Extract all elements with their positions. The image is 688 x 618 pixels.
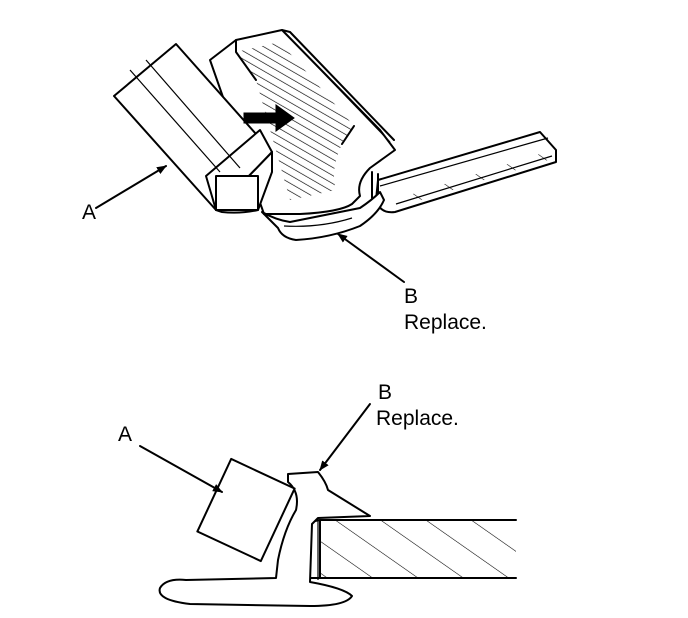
weatherstrip-b-bottom: [158, 471, 371, 607]
label-b-note-top: Replace.: [404, 311, 487, 334]
top-view: [95, 29, 557, 283]
label-b-top: B: [404, 285, 419, 308]
label-b-bottom: B: [378, 381, 393, 404]
leader-b-top: [337, 233, 405, 283]
weatherstrip-b-top: [261, 191, 385, 241]
molding-a-bottom: [196, 457, 296, 563]
glass-panel-bottom: [309, 519, 517, 579]
label-b-note-bottom: Replace.: [376, 407, 459, 430]
leader-a-top: [95, 165, 167, 209]
bottom-view: [139, 403, 517, 607]
leader-a-bottom: [139, 445, 223, 493]
push-arrow-icon: [243, 104, 295, 132]
label-a-bottom: A: [118, 423, 133, 446]
leader-b-bottom: [319, 403, 371, 471]
glass-panel-top: [371, 131, 557, 214]
molding-a-top: [113, 43, 273, 214]
label-a-top: A: [82, 201, 97, 224]
